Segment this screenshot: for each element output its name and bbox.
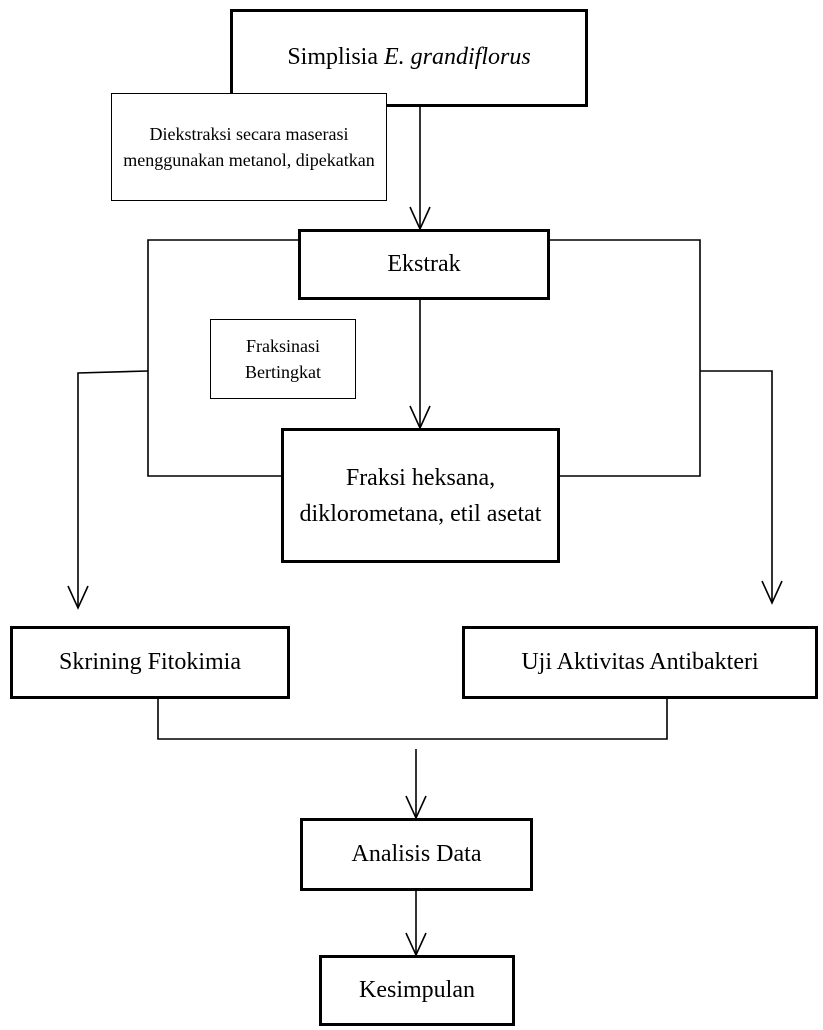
arrowhead-uji (761, 580, 783, 605)
ekstrak-box: Ekstrak (298, 229, 550, 300)
fraksi-box: Fraksi heksana, diklorometana, etil aset… (281, 428, 560, 563)
connector-left-branch (77, 370, 149, 608)
connector-right-branch (700, 370, 773, 603)
ekstraksi-note: Diekstraksi secara maserasi menggunakan … (111, 93, 387, 201)
connector-left-bracket (147, 239, 300, 477)
skrining-box: Skrining Fitokimia (10, 626, 290, 699)
simplisia-label: Simplisia (287, 44, 378, 71)
arrowhead-skrining (67, 585, 89, 610)
analisis-box: Analisis Data (300, 818, 533, 891)
simplisia-box: Simplisia E. grandiflorus (230, 9, 588, 107)
connector-join-bracket (157, 699, 668, 740)
uji-box: Uji Aktivitas Antibakteri (462, 626, 818, 699)
kesimpulan-box: Kesimpulan (319, 955, 515, 1026)
fraksinasi-note: Fraksinasi Bertingkat (210, 319, 356, 399)
species-name: E. grandiflorus (384, 44, 531, 71)
connector-right-bracket (550, 239, 701, 477)
